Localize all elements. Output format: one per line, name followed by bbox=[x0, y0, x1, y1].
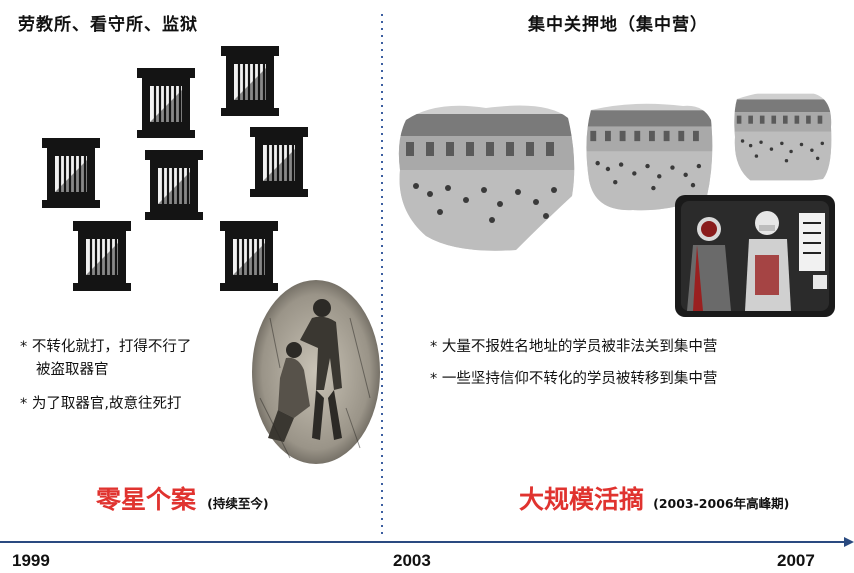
prison-cell-icon bbox=[221, 46, 279, 116]
organ-harvest-cartoon bbox=[675, 195, 835, 317]
sporadic-cases-title: 零星个案 bbox=[96, 485, 197, 514]
right-note: (2003-2006年高峰期) bbox=[653, 496, 790, 511]
prison-cell-icon bbox=[137, 68, 195, 138]
prison-cell-icon bbox=[145, 150, 203, 220]
left-bullet-2: * 为了取器官,故意往死打 bbox=[20, 396, 182, 412]
right-caption: 大规模活摘 (2003-2006年高峰期) bbox=[519, 480, 789, 516]
right-bullet-1: * 大量不报姓名地址的学员被非法关到集中营 bbox=[430, 339, 718, 355]
left-bullet-1-cont: 被盗取器官 bbox=[36, 362, 109, 378]
prison-cell-icon bbox=[250, 127, 308, 197]
left-caption: 零星个案 (持续至今) bbox=[96, 480, 269, 516]
left-bullet-1: * 不转化就打，打得不行了 bbox=[20, 339, 192, 355]
year-2007: 2007 bbox=[777, 551, 815, 570]
camp-photo bbox=[734, 93, 832, 181]
prison-cell-icon bbox=[42, 138, 100, 208]
beating-illustration bbox=[252, 280, 380, 464]
dotted-divider bbox=[381, 14, 383, 534]
right-heading: 集中关押地（集中营） bbox=[528, 15, 708, 35]
year-1999: 1999 bbox=[12, 551, 50, 570]
left-note: (持续至今) bbox=[207, 496, 269, 511]
year-2003: 2003 bbox=[393, 551, 431, 570]
left-heading: 劳教所、看守所、监狱 bbox=[18, 15, 198, 35]
right-bullet-2: * 一些坚持信仰不转化的学员被转移到集中营 bbox=[430, 371, 718, 387]
timeline-arrow bbox=[0, 537, 854, 547]
camp-photo bbox=[398, 105, 575, 251]
mass-harvesting-title: 大规模活摘 bbox=[519, 485, 645, 514]
prison-cell-icon bbox=[73, 221, 131, 291]
